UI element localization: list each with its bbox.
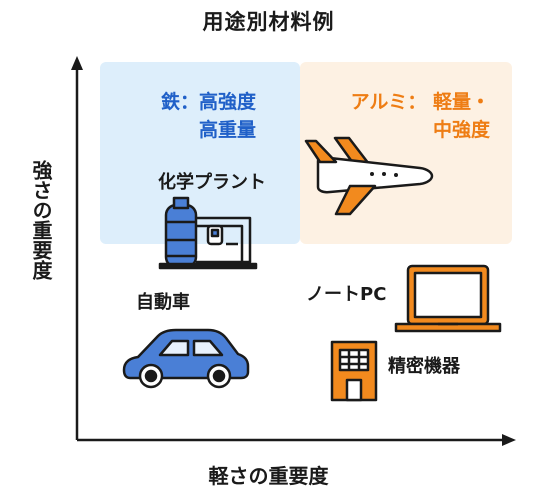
precision-equipment-icon (330, 340, 378, 402)
x-axis (77, 434, 516, 446)
airplane-icon (304, 136, 434, 216)
iron-quadrant-title: 鉄：高強度 高重量 (106, 88, 256, 144)
chemical-plant-icon (158, 196, 258, 270)
iron-title-line1: 鉄：高強度 (160, 91, 256, 113)
aluminum-title-line1: アルミ： 軽量・ (350, 91, 490, 113)
aluminum-title-line2: 中強度 (432, 119, 490, 141)
laptop-label: ノートPC (306, 284, 387, 305)
iron-title-line2: 高重量 (198, 119, 256, 141)
laptop-icon (394, 264, 502, 333)
x-axis-label: 軽さの重要度 (208, 464, 329, 488)
car-label: 自動車 (136, 292, 190, 313)
car-icon (122, 328, 250, 389)
diagram-title: 用途別材料例 (202, 10, 335, 34)
iron-quadrant-bg (100, 62, 300, 244)
precision-equipment-label: 精密機器 (388, 356, 460, 377)
aluminum-quadrant-title: アルミ： 軽量・ 中強度 (304, 88, 490, 144)
y-axis-label: 強さの重要度 (29, 160, 53, 280)
y-axis (71, 56, 83, 440)
chemical-plant-label: 化学プラント (158, 172, 266, 193)
